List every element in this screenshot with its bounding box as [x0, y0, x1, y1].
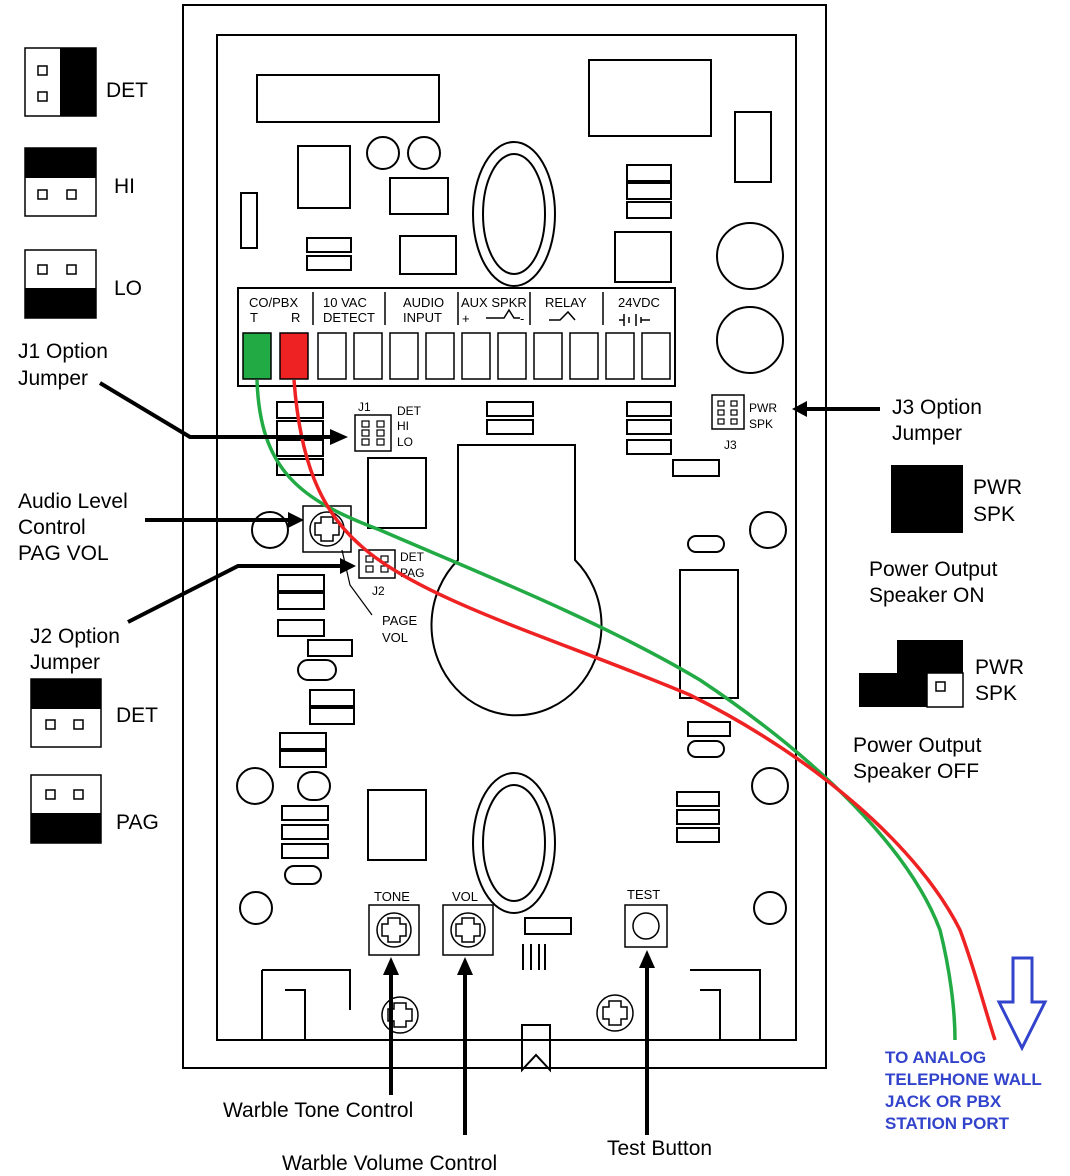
- j2-pag: PAG: [400, 566, 424, 580]
- ring-wire-red: [292, 379, 997, 1041]
- terminal-tip: [242, 332, 272, 380]
- j2-legend-pag: PAG: [30, 774, 159, 844]
- test-label: TEST: [627, 887, 660, 902]
- label-input: INPUT: [403, 310, 442, 325]
- label-plus: +: [462, 311, 470, 326]
- j1-callout-line1: J1 Option: [18, 340, 108, 363]
- j1-legend-det-text: DET: [106, 79, 148, 102]
- destination-line2: TELEPHONE WALL: [885, 1070, 1042, 1089]
- audio-callout-line3: PAG VOL: [18, 542, 109, 565]
- test-button-callout: Test Button: [607, 1137, 712, 1160]
- j3-callout-line1: J3 Option: [892, 396, 982, 419]
- j3-caption-off-1: Power Output: [853, 734, 982, 757]
- j3-pwr: PWR: [749, 401, 777, 415]
- j2-legend-det-text: DET: [116, 704, 158, 727]
- tone-control: TONE: [368, 889, 420, 956]
- destination-line1: TO ANALOG: [885, 1048, 986, 1067]
- j1-lo: LO: [397, 435, 413, 449]
- warble-volume-callout: Warble Volume Control: [282, 1152, 497, 1175]
- destination-arrow: [996, 956, 1048, 1052]
- j3-legend: PWR SPK Power Output Speaker ON PWR SPK …: [853, 465, 1024, 783]
- terminal-strip: CO/PBX T R 10 VAC DETECT AUDIO INPUT AUX…: [237, 287, 676, 387]
- label-detect: DETECT: [323, 310, 375, 325]
- j2-det: DET: [400, 550, 425, 564]
- j3-legend-on-spk: SPK: [973, 503, 1015, 526]
- callout-arrows: [98, 381, 880, 1135]
- j3-jumper: PWR SPK J3: [711, 394, 777, 452]
- j1-det: DET: [397, 404, 422, 418]
- telephone-wires: [255, 379, 997, 1041]
- j2-callout-line1: J2 Option: [30, 625, 120, 648]
- j2-jumper: J2 DET PAG PAGE VOL: [341, 549, 425, 645]
- j3-legend-off-spk: SPK: [975, 682, 1017, 705]
- terminal-ring: [279, 332, 309, 380]
- tone-label: TONE: [374, 889, 410, 904]
- j1-legend-hi: HI: [24, 147, 135, 217]
- label-audio: AUDIO: [403, 295, 444, 310]
- destination-line4: STATION PORT: [885, 1114, 1010, 1133]
- j3-legend-off: PWR SPK Power Output Speaker OFF: [853, 640, 1024, 783]
- j3-callout-line2: Jumper: [892, 422, 962, 445]
- j1-legend-det: DET: [24, 47, 148, 117]
- label-10vac: 10 VAC: [323, 295, 367, 310]
- audio-callout-line1: Audio Level: [18, 490, 128, 513]
- mounting-screws: [381, 994, 634, 1034]
- j3-caption-on-2: Speaker ON: [869, 584, 985, 607]
- label-aux-spkr: AUX SPKR: [461, 295, 527, 310]
- j1-jumper: J1 DET HI LO: [354, 400, 422, 452]
- j2-board-label: J2: [372, 584, 385, 598]
- j1-legend-lo: LO: [24, 249, 142, 319]
- j3-legend-on: PWR SPK Power Output Speaker ON: [869, 465, 1022, 607]
- vol-control: VOL: [442, 889, 494, 956]
- j3-legend-on-pwr: PWR: [973, 476, 1022, 499]
- tip-wire-green: [255, 379, 957, 1041]
- warble-tone-callout: Warble Tone Control: [223, 1099, 413, 1122]
- j3-caption-on-1: Power Output: [869, 558, 998, 581]
- j2-legend: DET PAG: [30, 678, 159, 844]
- label-co-pbx: CO/PBX: [249, 295, 298, 310]
- j2-legend-pag-text: PAG: [116, 811, 159, 834]
- destination-line3: JACK OR PBX: [885, 1092, 1002, 1111]
- j1-legend-hi-text: HI: [114, 175, 135, 198]
- label-24vdc: 24VDC: [618, 295, 660, 310]
- j3-caption-off-2: Speaker OFF: [853, 760, 979, 783]
- j1-board-label: J1: [358, 400, 371, 414]
- vol-label: VOL: [452, 889, 478, 904]
- label-tip: T: [250, 310, 258, 325]
- label-minus: -: [520, 311, 524, 326]
- j3-spk: SPK: [749, 417, 773, 431]
- j1-legend: DET HI LO: [24, 47, 148, 319]
- j1-legend-lo-text: LO: [114, 277, 142, 300]
- label-relay: RELAY: [545, 295, 587, 310]
- test-button: TEST: [624, 887, 668, 948]
- page-label: PAGE: [382, 613, 417, 628]
- enclosure: [182, 4, 827, 1069]
- j3-board-label: J3: [724, 438, 737, 452]
- label-ring: R: [291, 310, 300, 325]
- page-vol-label: VOL: [382, 630, 408, 645]
- j1-hi: HI: [397, 419, 409, 433]
- j2-legend-det: DET: [30, 678, 158, 748]
- j1-callout-line2: Jumper: [18, 367, 88, 390]
- j2-callout-line2: Jumper: [30, 651, 100, 674]
- j3-legend-off-pwr: PWR: [975, 656, 1024, 679]
- audio-callout-line2: Control: [18, 516, 86, 539]
